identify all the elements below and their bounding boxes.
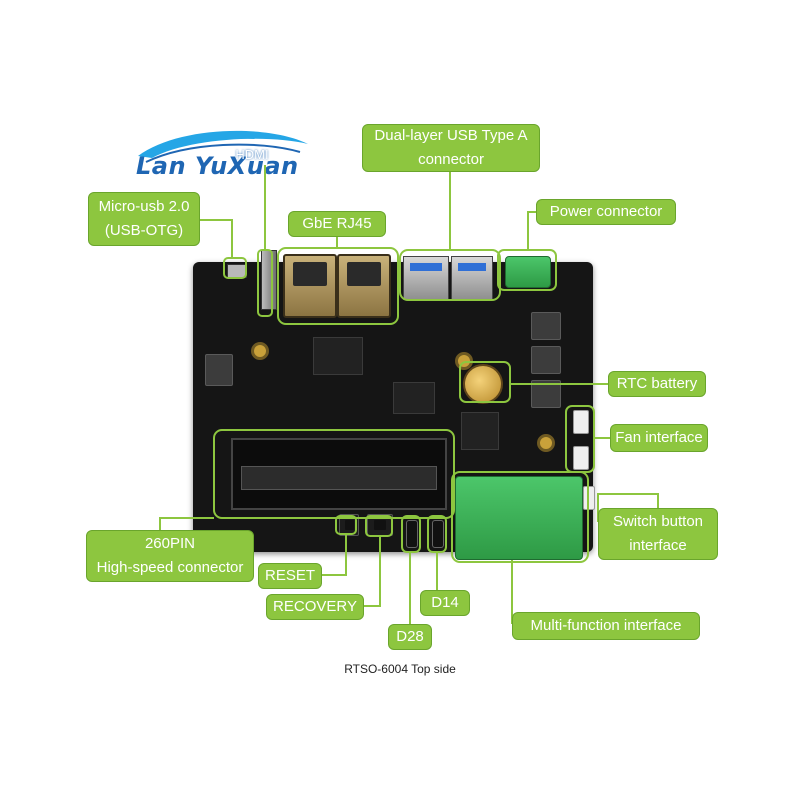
callout-usb-type-a: Dual-layer USB Type A connector [362,124,540,172]
recovery-button [367,514,393,536]
power-connector-block [505,256,551,288]
inductor-4 [205,354,233,386]
logo-swoosh-icon [138,130,308,163]
brand-logo: Lan YuXuan [128,122,318,192]
fan-connector-1 [573,410,589,434]
mounting-hole-1 [251,342,269,360]
callout-power-connector: Power connector [536,199,676,225]
callout-multi-function: Multi-function interface [512,612,700,640]
usb-type-a-port-1 [403,256,449,300]
inductor-2 [531,346,561,374]
callout-rtc-battery: RTC battery [608,371,706,397]
callout-hdmi: HDMI [235,147,269,162]
inductor-3 [531,380,561,408]
mounting-hole-3 [537,434,555,452]
callout-fan-interface: Fan interface [610,424,708,452]
hdmi-port [261,250,277,310]
callout-gbe-rj45: GbE RJ45 [288,211,386,237]
multi-function-block [455,476,583,560]
callout-recovery: RECOVERY [266,594,364,620]
logo-text: Lan YuXuan [136,152,299,180]
rj45-port-2 [337,254,391,318]
fan-connector-2 [573,446,589,470]
chip-3 [313,337,363,375]
callout-d28: D28 [388,624,432,650]
diagram-caption: RTSO-6004 Top side [344,662,456,676]
chip-1 [393,382,435,414]
d14-led [432,520,444,548]
d28-led [406,520,418,548]
rj45-port-1 [283,254,337,318]
chip-2 [461,412,499,450]
reset-button [339,514,359,536]
callout-260pin: 260PIN High-speed connector [86,530,254,582]
inductor-1 [531,312,561,340]
callout-micro-usb: Micro-usb 2.0 (USB-OTG) [88,192,200,246]
switch-button-connector [583,486,595,510]
callout-reset: RESET [258,563,322,589]
rtc-battery-cell [463,364,503,404]
micro-usb-port [227,264,247,278]
high-speed-connector-socket [231,438,447,510]
circuit-board [193,250,595,560]
callout-d14: D14 [420,590,470,616]
callout-switch-button: Switch button interface [598,508,718,560]
usb-type-a-port-2 [451,256,493,300]
